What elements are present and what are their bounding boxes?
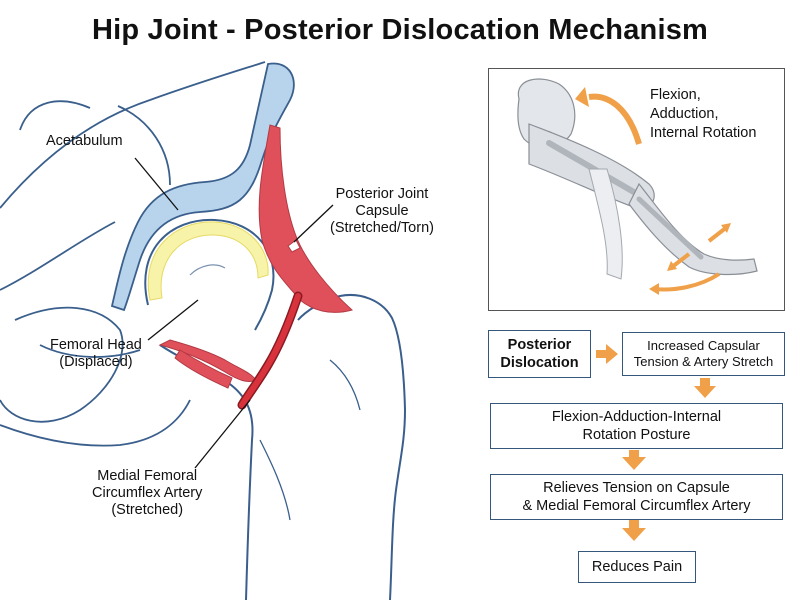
label-acetabulum: Acetabulum — [46, 133, 123, 149]
flow-arrow-2 — [694, 378, 716, 398]
pubis-outline — [0, 399, 191, 447]
inferior-capsule-2 — [174, 349, 233, 389]
pelvis-outline — [0, 61, 266, 358]
leg-position-illustration — [517, 78, 758, 295]
flow-box-posterior-dislocation: Posterior Dislocation — [488, 330, 591, 378]
diagram-title: Hip Joint - Posterior Dislocation Mechan… — [91, 14, 709, 46]
flow-arrow-4 — [622, 520, 646, 541]
inset-flexion-arrow — [588, 93, 642, 145]
obturator-outline — [0, 306, 124, 423]
femoral-head-cartilage — [147, 221, 269, 301]
inset-panel — [488, 68, 785, 311]
flow-arrow-1 — [596, 344, 618, 364]
inset-rotation-arrow-2 — [670, 252, 691, 269]
label-circumflex-artery: Medial Femoral Circumflex Artery (Stretc… — [92, 468, 203, 518]
inset-lower-leg — [628, 182, 758, 276]
flow-box-flexion-posture: Flexion-Adduction-Internal Rotation Post… — [490, 403, 783, 449]
inset-adduction-arrow — [653, 272, 721, 292]
flow-box-capsular-tension: Increased Capsular Tension & Artery Stre… — [622, 332, 785, 376]
trochanter-detail — [259, 359, 361, 521]
flow-arrow-3 — [622, 450, 646, 470]
leader-femoral-head — [147, 299, 199, 341]
circumflex-artery-inner — [239, 293, 301, 408]
label-femoral-head: Femoral Head (Displaced) — [50, 337, 142, 370]
inset-other-leg — [588, 168, 623, 280]
inset-tibia — [636, 196, 704, 260]
capsule-tear — [287, 239, 301, 253]
flow-box-reduces-pain: Reduces Pain — [578, 551, 696, 583]
flow-box-relieves-tension: Relieves Tension on Capsule & Medial Fem… — [490, 474, 783, 520]
inset-flexion-arrowhead — [575, 87, 589, 107]
femoral-head-fovea — [189, 264, 226, 276]
leader-acetabulum — [134, 157, 179, 211]
posterior-capsule-upper — [258, 124, 354, 313]
leader-artery — [194, 399, 251, 469]
label-posterior-capsule: Posterior Joint Capsule (Stretched/Torn) — [330, 186, 434, 236]
inset-rotation-arrow-1 — [707, 225, 729, 243]
pelvis-outline-2 — [117, 105, 171, 186]
leader-capsule — [293, 204, 334, 243]
femoral-head-outline — [144, 218, 275, 331]
inset-posture-label: Flexion, Adduction, Internal Rotation — [650, 87, 757, 141]
